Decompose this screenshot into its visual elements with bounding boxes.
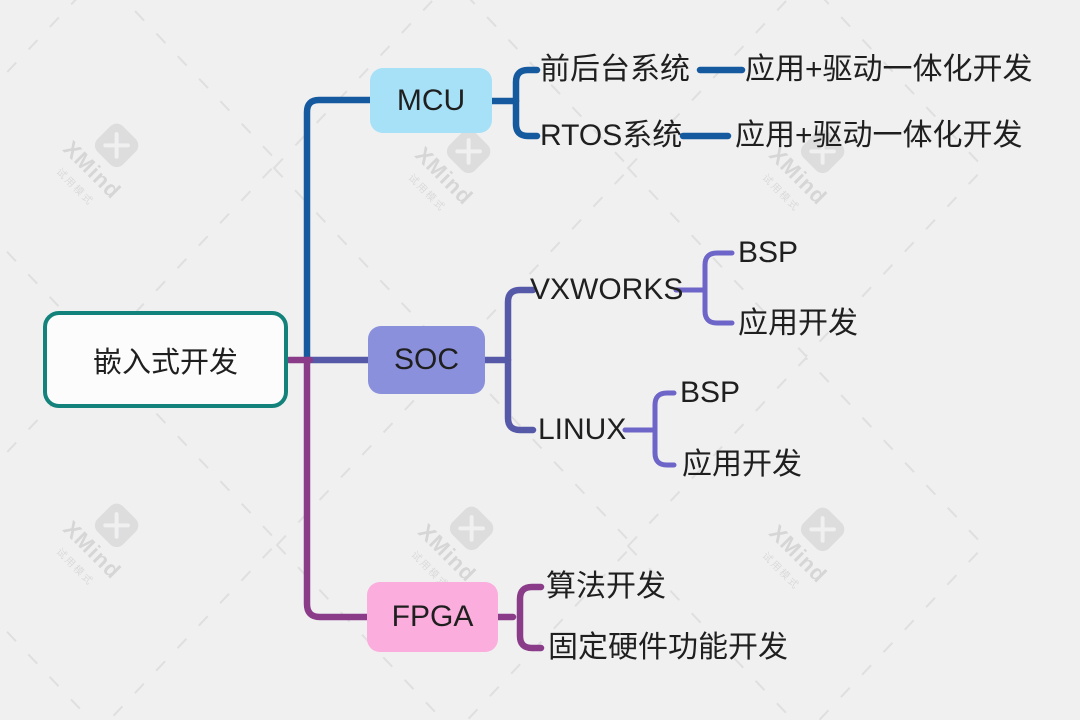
branch-topic-mcu[interactable]: MCU: [370, 68, 492, 133]
topic-foreback-system[interactable]: 前后台系统: [540, 53, 690, 86]
branch-topic-label: MCU: [396, 83, 466, 117]
topic-vxworks-app-dev[interactable]: 应用开发: [738, 307, 858, 340]
branch-topic-label: SOC: [393, 343, 459, 376]
root-topic[interactable]: 嵌入式开发: [43, 311, 288, 408]
topic-fixed-hardware-dev[interactable]: 固定硬件功能开发: [548, 631, 788, 664]
branch-topic-label: FPGA: [391, 600, 474, 633]
topic-linux[interactable]: LINUX: [538, 413, 627, 446]
root-topic-label: 嵌入式开发: [92, 346, 238, 379]
topic-app-driver-dev-1[interactable]: 应用+驱动一体化开发: [745, 53, 1033, 86]
branch-topic-fpga[interactable]: FPGA: [367, 582, 498, 652]
topic-linux-app-dev[interactable]: 应用开发: [682, 448, 802, 481]
topic-app-driver-dev-2[interactable]: 应用+驱动一体化开发: [735, 119, 1023, 152]
topic-linux-bsp[interactable]: BSP: [680, 376, 741, 409]
topic-vxworks[interactable]: VXWORKS: [530, 273, 684, 306]
topic-vxworks-bsp[interactable]: BSP: [738, 236, 799, 269]
topic-rtos-system[interactable]: RTOS系统: [540, 119, 683, 152]
branch-topic-soc[interactable]: SOC: [368, 326, 485, 394]
topic-algorithm-dev[interactable]: 算法开发: [546, 570, 666, 603]
